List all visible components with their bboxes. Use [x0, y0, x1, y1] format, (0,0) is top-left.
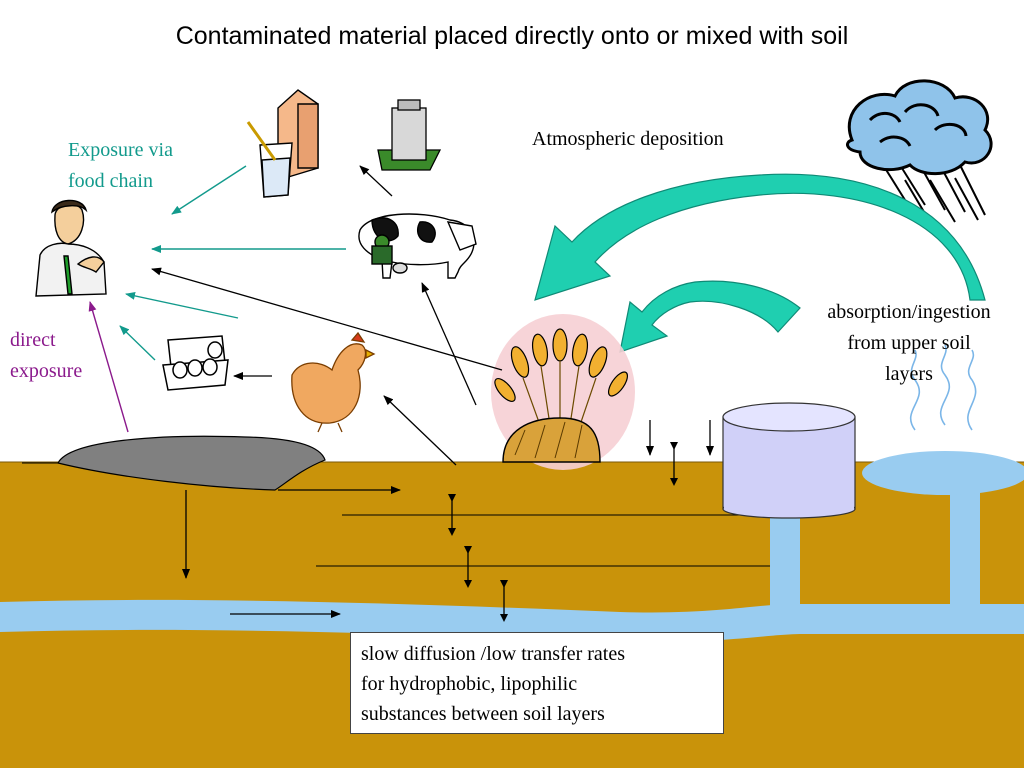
- direct-exposure-arrow: [88, 301, 129, 433]
- note-line: substances between soil layers: [361, 703, 605, 725]
- note-line: slow diffusion /low transfer rates: [361, 643, 626, 665]
- arrow-milk-to-glass: [359, 165, 393, 197]
- absorption-label: absorption/ingestion from upper soil lay…: [827, 301, 991, 385]
- chicken-icon: [291, 331, 376, 433]
- page-title: Contaminated material placed directly on…: [175, 22, 849, 50]
- well-icon: [862, 451, 1024, 495]
- deposition-arrows: [534, 173, 986, 353]
- direct-exposure-label: direct exposure: [10, 329, 83, 382]
- note-line: for hydrophobic, lipophilic: [361, 673, 578, 695]
- flow-arrows: [151, 165, 714, 618]
- waste-dump-icon: [22, 435, 326, 491]
- milk-can-icon: [377, 99, 442, 171]
- arrow-soil-to-chicken: [383, 395, 457, 466]
- arrow-wheat-to-person: [151, 267, 503, 371]
- person-icon: [35, 199, 107, 297]
- arrow-wheat-to-cow: [421, 282, 477, 406]
- egg-carton-icon: [162, 335, 229, 391]
- food-chain-label: Exposure via food chain: [68, 139, 173, 192]
- teal-exposure-arrows: [119, 165, 346, 361]
- atmospheric-deposition-label: Atmospheric deposition: [532, 128, 724, 150]
- cow-milking-icon: [358, 213, 477, 279]
- diffusion-note-box: slow diffusion /low transfer rates for h…: [350, 632, 724, 734]
- milk-carton-icon: [246, 89, 319, 198]
- water-tank-icon: [722, 402, 856, 519]
- exchange-arrows: [448, 442, 678, 622]
- rain-cloud-icon: [846, 79, 993, 223]
- wheat-icon: [491, 314, 635, 470]
- groundwater: [0, 486, 1024, 643]
- soil-layer-lines: [316, 514, 770, 567]
- vapor-icon: [909, 344, 977, 431]
